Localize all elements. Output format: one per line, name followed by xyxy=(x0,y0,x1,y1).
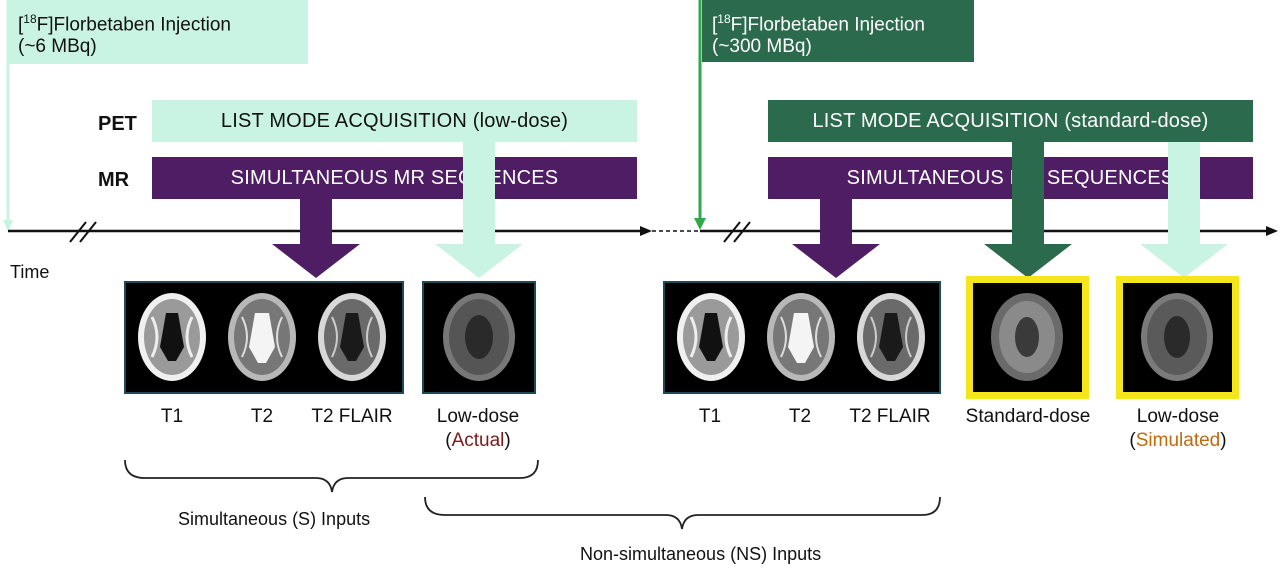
inj-std-arrowhead xyxy=(694,218,706,230)
actual-note: Actual xyxy=(451,430,505,451)
simultaneous-inputs-label: Simultaneous (S) Inputs xyxy=(178,509,371,529)
break-left-1 xyxy=(69,221,87,243)
caption-lowdose-simulated: Low-dose (Simulated) xyxy=(1108,405,1248,453)
caption-standard-dose: Standard-dose xyxy=(965,406,1091,427)
break-left-2 xyxy=(79,221,97,243)
timeline-right-arrowhead xyxy=(1266,226,1278,236)
sim-paren-open: ( xyxy=(1129,430,1136,451)
pet-actual-brain xyxy=(443,293,515,381)
actual-paren-close: ) xyxy=(504,430,511,451)
flair-brain-left xyxy=(318,293,386,381)
mr-brains-left xyxy=(138,293,386,381)
inj-low-sup: 18 xyxy=(23,12,37,26)
t1-brain-right xyxy=(677,293,745,381)
inj-std-pre: [ xyxy=(712,14,718,36)
time-label: Time xyxy=(10,262,50,282)
caption-t1-right: T1 xyxy=(698,406,722,427)
break-right-2 xyxy=(733,221,751,243)
inj-low-dose: (~6 MBq) xyxy=(18,36,97,58)
caption-lowdose-actual: Low-dose (Actual) xyxy=(408,405,548,453)
pet-std-bar: LIST MODE ACQUISITION (standard-dose) xyxy=(768,100,1253,142)
pet-sim-arrow xyxy=(1140,142,1228,278)
mr-left-bar: SIMULTANEOUS MR SEQUENCES xyxy=(152,157,637,199)
timeline-left-arrowhead xyxy=(640,226,652,236)
sim-paren-close: ) xyxy=(1220,430,1227,451)
mr-panel-right xyxy=(663,281,941,394)
t1-brain-left xyxy=(138,293,206,381)
inj-low-post: F]Florbetaben Injection xyxy=(36,14,231,36)
inj-std-post: F]Florbetaben Injection xyxy=(730,14,925,36)
injection-std-box: [18F]Florbetaben Injection (~300 MBq) xyxy=(702,0,974,62)
brace-nonsimultaneous xyxy=(424,496,941,530)
caption-t1-left: T1 xyxy=(160,406,184,427)
pet-panel-simulated xyxy=(1116,276,1239,399)
mr-row-label: MR xyxy=(98,169,130,191)
inj-std-sup: 18 xyxy=(717,12,731,26)
brace-simultaneous xyxy=(124,459,539,493)
t2-brain-right xyxy=(767,293,835,381)
flair-brain-right xyxy=(857,293,925,381)
mr-right-arrow xyxy=(792,199,880,278)
t2-brain-left xyxy=(228,293,296,381)
inj-low-pre: [ xyxy=(18,14,24,36)
caption-t2-right: T2 xyxy=(788,406,812,427)
pet-std-arrow xyxy=(984,142,1072,278)
caption-flair-left: T2 FLAIR xyxy=(311,406,393,427)
lowdose-sim-label: Low-dose xyxy=(1136,406,1220,427)
pet-panel-standard xyxy=(966,276,1089,399)
lowdose-actual-label: Low-dose xyxy=(436,406,520,427)
pet-panel-actual xyxy=(422,281,536,394)
pet-standard-brain xyxy=(991,293,1063,381)
mr-brains-right xyxy=(677,293,925,381)
inj-low-arrowhead xyxy=(3,220,13,232)
pet-row-label: PET xyxy=(98,113,137,135)
mr-left-arrow xyxy=(272,199,360,278)
break-right-1 xyxy=(723,221,741,243)
caption-t2-left: T2 xyxy=(250,406,274,427)
simulated-note: Simulated xyxy=(1135,430,1221,451)
actual-paren-open: ( xyxy=(445,430,452,451)
pet-low-arrow xyxy=(435,142,523,278)
nonsimultaneous-inputs-label: Non-simultaneous (NS) Inputs xyxy=(580,544,822,564)
pet-low-bar: LIST MODE ACQUISITION (low-dose) xyxy=(152,100,637,142)
mr-panel-left xyxy=(124,281,404,394)
inj-std-dose: (~300 MBq) xyxy=(712,36,812,58)
injection-low-box: [18F]Florbetaben Injection (~6 MBq) xyxy=(8,0,308,64)
caption-flair-right: T2 FLAIR xyxy=(849,406,931,427)
pet-simulated-brain xyxy=(1141,293,1213,381)
